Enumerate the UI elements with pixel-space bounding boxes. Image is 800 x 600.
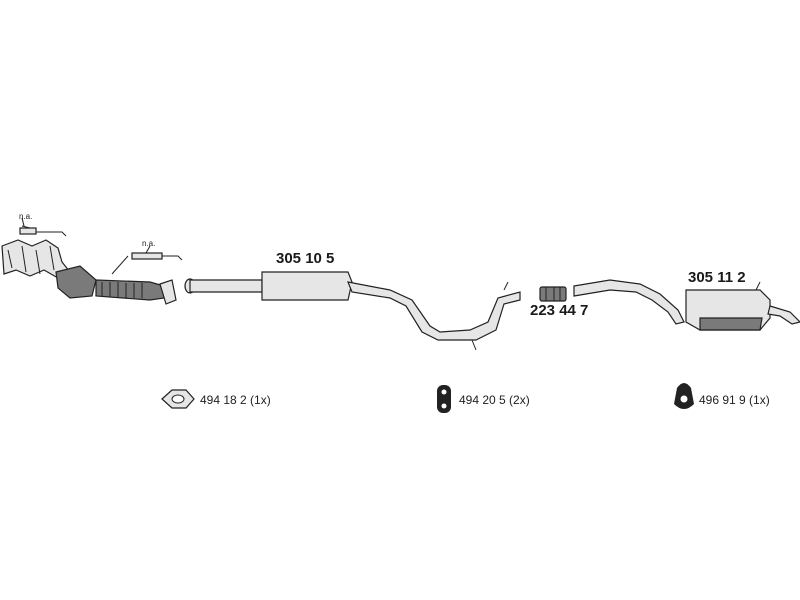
rubber-hanger-icon bbox=[437, 385, 451, 413]
lambda-sensor-2 bbox=[111, 245, 183, 275]
sensor-note-1: n.a. bbox=[19, 212, 33, 221]
rear-silencer-assembly bbox=[573, 279, 800, 331]
rubber-mount-icon bbox=[674, 383, 694, 409]
gasket-icon bbox=[161, 389, 195, 409]
exhaust-manifold bbox=[1, 239, 97, 299]
front-pipe-with-catalyst bbox=[95, 279, 177, 305]
pipe-clamp bbox=[539, 286, 567, 302]
rubber-hanger-label: 494 20 5 (2x) bbox=[459, 393, 530, 407]
middle-silencer-assembly bbox=[184, 271, 521, 351]
gasket-label: 494 18 2 (1x) bbox=[200, 393, 271, 407]
rubber-mount-label: 496 91 9 (1x) bbox=[699, 393, 770, 407]
clamp-part-number: 223 44 7 bbox=[530, 302, 589, 319]
lambda-sensor-1 bbox=[19, 217, 67, 237]
sensor-note-2: n.a. bbox=[142, 239, 156, 248]
rear-silencer-part-number: 305 11 2 bbox=[688, 269, 746, 286]
middle-silencer-part-number: 305 10 5 bbox=[276, 250, 335, 267]
